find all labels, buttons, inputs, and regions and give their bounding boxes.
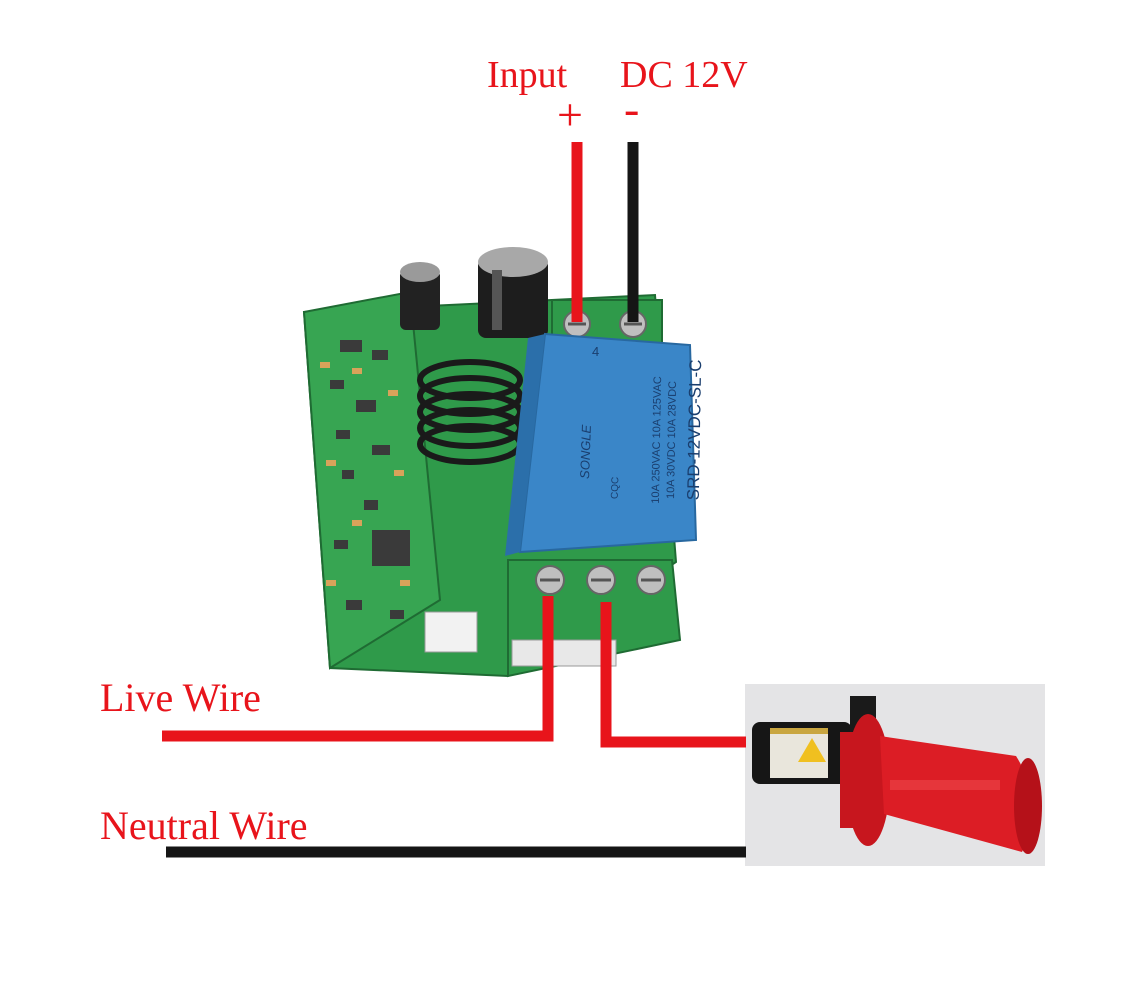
neutral-wire-label: Neutral Wire xyxy=(100,803,308,848)
capacitor-small xyxy=(400,262,440,330)
relay-model-text: SRD-12VDC-SL-C xyxy=(684,359,705,500)
relay-cube xyxy=(505,332,698,556)
live-wire xyxy=(162,596,554,742)
positive-label: + xyxy=(557,89,583,140)
smd-resistors xyxy=(320,362,410,586)
input-label: Input xyxy=(487,54,568,96)
wires xyxy=(162,142,746,858)
relay-pin-text: 4 xyxy=(592,344,599,359)
relay-rating-1-text: 10A 250VAC 10A 125VAC xyxy=(650,376,664,504)
capacitor-large xyxy=(478,247,548,338)
air-horn xyxy=(745,684,1045,866)
relay-module xyxy=(302,247,698,678)
relay-rating-2-text: 10A 30VDC 10A 28VDC xyxy=(665,381,679,499)
smd-components xyxy=(330,340,410,619)
dc-voltage-label: DC 12V xyxy=(620,54,748,96)
warning-sticker xyxy=(798,738,826,762)
terminal-block-output xyxy=(507,559,682,678)
relay-cert-text: CQC xyxy=(610,477,622,500)
live-wire-label: Live Wire xyxy=(100,675,261,720)
white-connector xyxy=(424,611,478,653)
negative-label: - xyxy=(624,83,640,134)
relay-to-horn-wire xyxy=(600,602,746,748)
relay-brand-text: SONGLE xyxy=(577,424,594,479)
